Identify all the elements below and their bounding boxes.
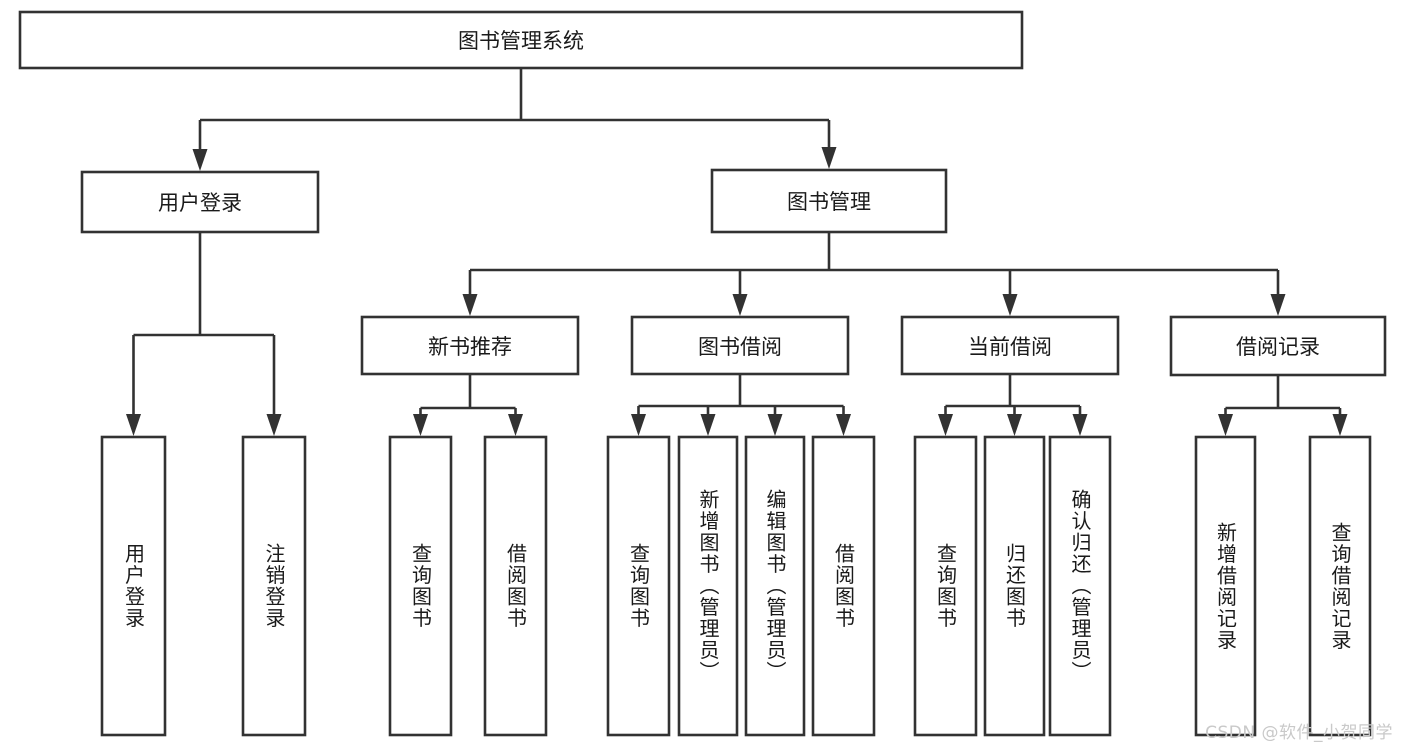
arrow-head-query-book-3: [938, 414, 953, 436]
arrow-head-confirm-return-admin: [1072, 414, 1088, 436]
arrow-head-return-book: [1007, 414, 1022, 436]
watermark-text: CSDN @软件_小贺同学: [1205, 723, 1393, 743]
connector-layer: [126, 68, 1348, 436]
node-box-user-login: [80, 170, 320, 234]
node-box-edit-book-admin: [744, 435, 806, 737]
node-box-query-book-3: [913, 435, 978, 737]
arrow-head-query-borrow-record: [1332, 414, 1348, 436]
arrow-head-borrow-records: [1270, 294, 1286, 316]
arrow-head-user-login: [192, 149, 208, 171]
arrow-head-add-book-admin: [700, 414, 716, 436]
node-box-new-book-recommend: [360, 315, 580, 376]
node-box-layer: [18, 10, 1387, 737]
node-box-book-manage: [710, 168, 948, 234]
node-box-confirm-return-admin: [1048, 435, 1112, 737]
arrow-head-add-borrow-record: [1218, 414, 1233, 436]
node-box-root: [18, 10, 1024, 70]
node-box-query-book-1: [388, 435, 453, 737]
arrow-head-user-logout: [266, 414, 282, 436]
node-box-add-book-admin: [677, 435, 739, 737]
arrow-head-borrow-book-2: [836, 414, 851, 436]
node-box-return-book: [983, 435, 1046, 737]
arrow-head-edit-book-admin: [767, 414, 783, 436]
arrow-head-borrow-book-1: [508, 414, 523, 436]
node-box-book-borrow: [630, 315, 850, 376]
node-box-query-book-2: [606, 435, 671, 737]
node-box-user-login-do: [100, 435, 167, 737]
arrow-head-book-manage: [821, 147, 837, 169]
arrow-head-current-borrow: [1002, 294, 1018, 316]
arrow-head-new-book-recommend: [462, 294, 478, 316]
node-box-user-logout: [241, 435, 307, 737]
arrow-head-query-book-2: [631, 414, 646, 436]
arrow-head-book-borrow: [732, 294, 748, 316]
node-box-current-borrow: [900, 315, 1120, 376]
node-box-borrow-records: [1169, 315, 1387, 377]
node-box-add-borrow-record: [1194, 435, 1257, 737]
node-box-borrow-book-2: [811, 435, 876, 737]
node-box-borrow-book-1: [483, 435, 548, 737]
arrow-head-user-login-do: [126, 414, 141, 436]
node-box-query-borrow-record: [1308, 435, 1372, 737]
arrow-head-query-book-1: [413, 414, 428, 436]
